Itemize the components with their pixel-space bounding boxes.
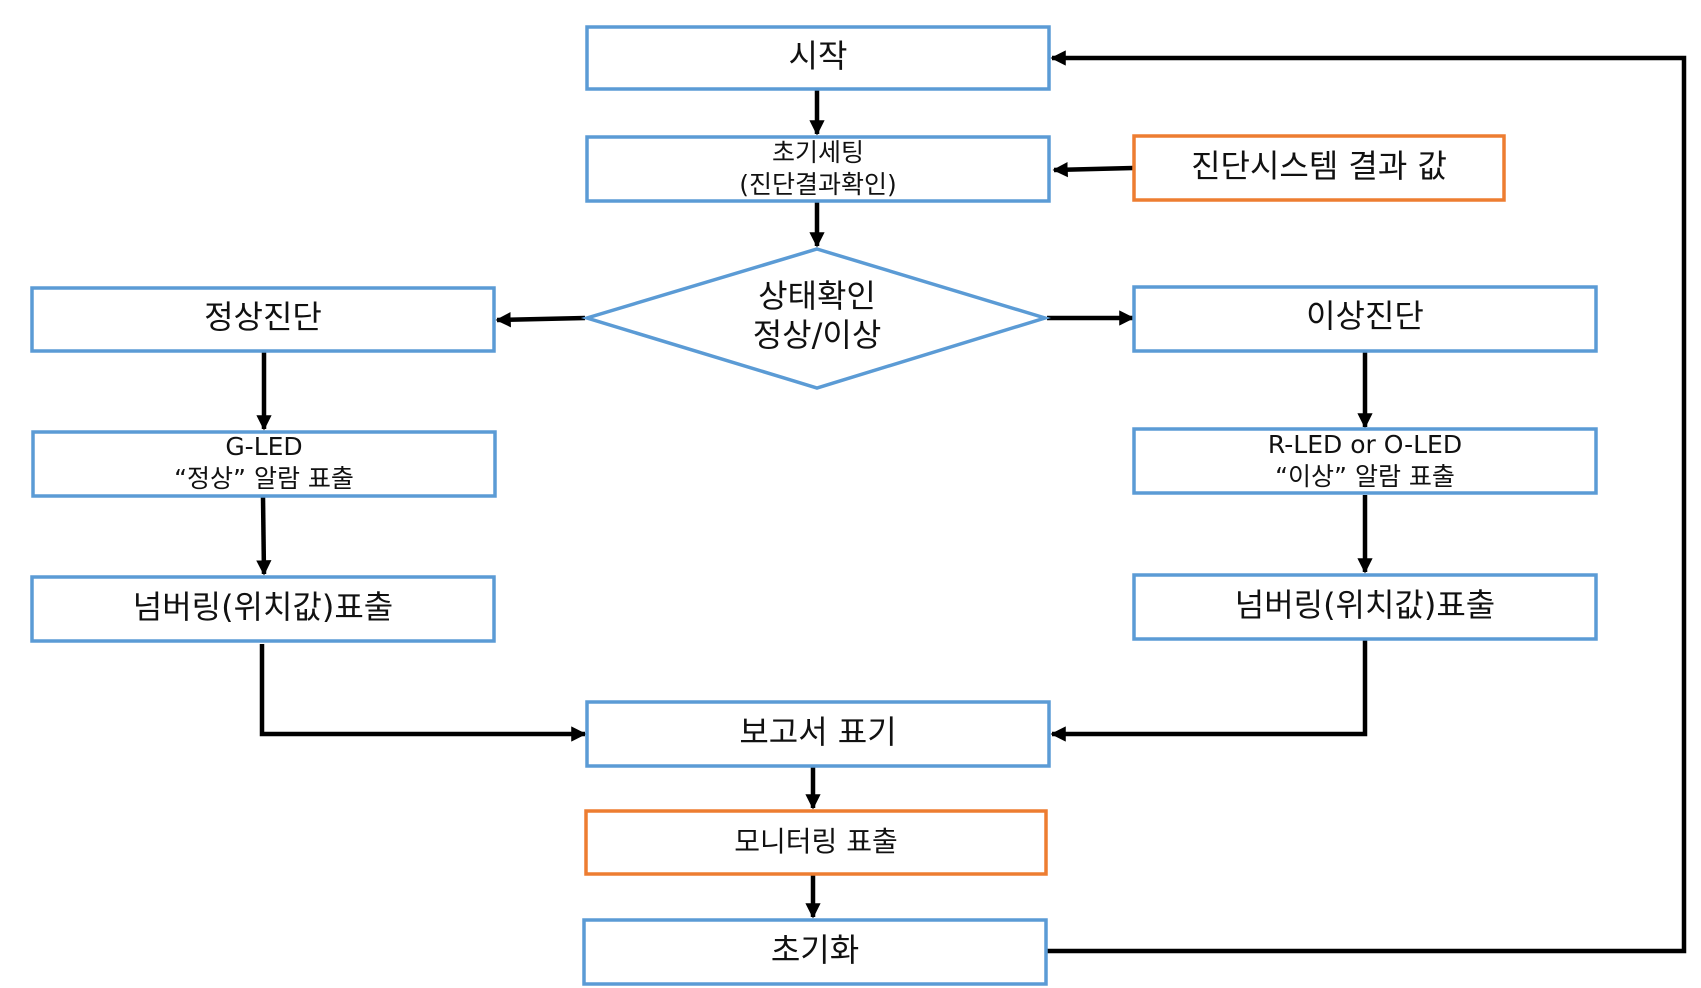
numbering-left-label: 넘버링(위치값)표출 — [133, 588, 394, 626]
node-status-check: 상태확인 정상/이상 — [580, 247, 1052, 390]
init-setting-line2: (진단결과확인) — [739, 170, 897, 199]
init-setting-line1: 초기세팅 — [772, 138, 864, 167]
node-normal-diag: 정상진단 — [30, 286, 496, 353]
node-reset: 초기화 — [582, 918, 1048, 986]
reset-label: 초기화 — [771, 931, 859, 969]
report-label: 보고서 표기 — [739, 713, 896, 751]
node-r-led: R-LED or O-LED “이상” 알람 표출 — [1132, 427, 1598, 495]
status-check-line1: 상태확인 — [758, 277, 876, 315]
g-led-line2: “정상” 알람 표출 — [174, 464, 354, 493]
arrow-reset-to-start — [1047, 50, 1687, 954]
arrow-gled-to-numbering — [256, 496, 272, 576]
r-led-line1: R-LED or O-LED — [1268, 430, 1462, 459]
node-report: 보고서 표기 — [585, 700, 1051, 768]
g-led-line1: G-LED — [225, 432, 302, 461]
node-monitoring: 모니터링 표출 — [584, 809, 1048, 876]
arrow-left-numbering-to-report — [259, 644, 587, 742]
normal-diag-label: 정상진단 — [204, 298, 322, 336]
numbering-right-label: 넘버링(위치값)표출 — [1235, 586, 1496, 624]
connectors — [256, 50, 1687, 954]
arrow-check-to-normal — [495, 312, 586, 328]
node-numbering-right: 넘버링(위치값)표출 — [1132, 573, 1598, 641]
node-init-setting: 초기세팅 (진단결과확인) — [585, 135, 1051, 203]
node-start: 시작 — [585, 25, 1051, 91]
arrow-result-to-init — [1052, 162, 1134, 178]
node-abnormal-diag: 이상진단 — [1132, 285, 1598, 353]
start-label: 시작 — [789, 37, 848, 75]
r-led-line2: “이상” 알람 표출 — [1275, 462, 1455, 491]
arrow-right-numbering-to-report — [1050, 640, 1368, 742]
monitoring-label: 모니터링 표출 — [734, 825, 897, 858]
node-diag-result: 진단시스템 결과 값 — [1132, 134, 1506, 202]
abnormal-diag-label: 이상진단 — [1306, 297, 1424, 335]
diag-result-label: 진단시스템 결과 값 — [1191, 147, 1447, 185]
node-g-led: G-LED “정상” 알람 표출 — [31, 430, 497, 498]
status-check-line2: 정상/이상 — [753, 316, 882, 354]
node-numbering-left: 넘버링(위치값)표출 — [30, 575, 496, 643]
